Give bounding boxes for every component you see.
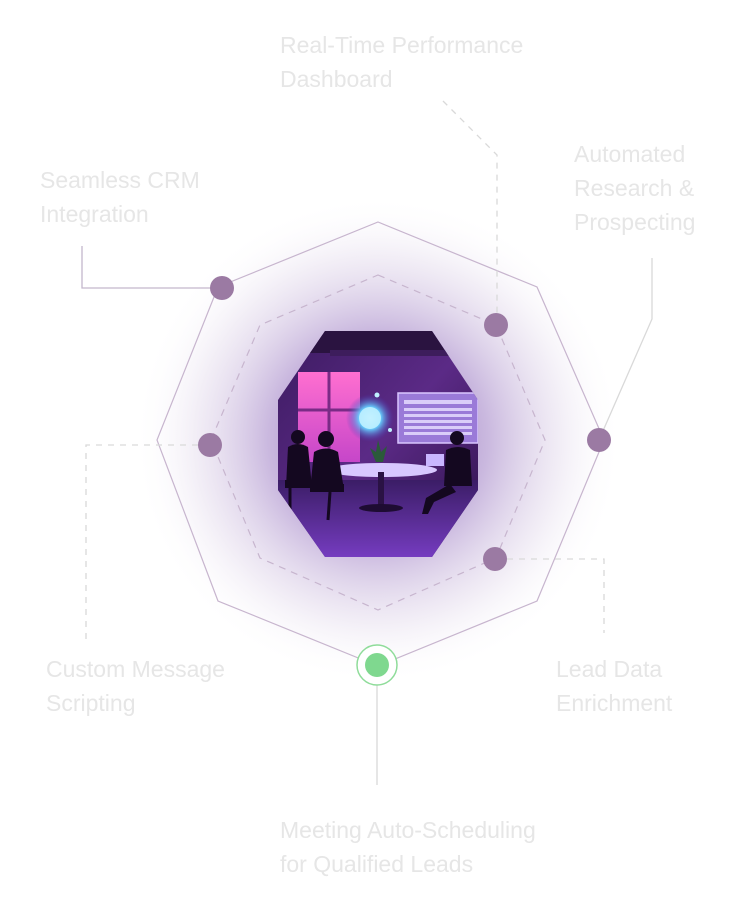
- node-crm: [210, 276, 234, 300]
- feature-label-line: Real-Time Performance: [280, 32, 524, 58]
- feature-label-line: Integration: [40, 201, 149, 227]
- node-script: [198, 433, 222, 457]
- connector-script: [85, 444, 210, 643]
- connector-perf: [442, 100, 498, 325]
- feature-label-crm: Seamless CRM Integration: [40, 163, 200, 231]
- feature-label-line: Research &: [574, 175, 695, 201]
- feature-label-line: for Qualified Leads: [280, 851, 474, 877]
- connector-lead: [495, 558, 605, 633]
- node-perf: [484, 313, 508, 337]
- connector-auto: [598, 258, 653, 441]
- node-lead: [483, 547, 507, 571]
- feature-label-line: Enrichment: [556, 690, 673, 716]
- node-meet[interactable]: [365, 653, 389, 677]
- feature-label-line: Meeting Auto-Scheduling: [280, 817, 536, 843]
- feature-label-lead: Lead Data Enrichment: [556, 652, 672, 720]
- feature-label-meet: Meeting Auto-Scheduling for Qualified Le…: [280, 813, 536, 881]
- feature-label-line: Scripting: [46, 690, 136, 716]
- feature-label-line: Seamless CRM: [40, 167, 200, 193]
- inner-octagon: [210, 274, 546, 611]
- feature-label-line: Automated: [574, 141, 686, 167]
- feature-label-line: Dashboard: [280, 66, 393, 92]
- node-auto: [587, 428, 611, 452]
- feature-label-script: Custom Message Scripting: [46, 652, 225, 720]
- feature-label-line: Custom Message: [46, 656, 225, 682]
- feature-label-auto: Automated Research & Prospecting: [574, 137, 695, 239]
- connector-crm: [81, 246, 222, 289]
- feature-label-perf: Real-Time Performance Dashboard: [280, 28, 523, 96]
- feature-label-line: Prospecting: [574, 209, 696, 235]
- team-meeting-illustration: [278, 331, 478, 557]
- feature-label-line: Lead Data: [556, 656, 663, 682]
